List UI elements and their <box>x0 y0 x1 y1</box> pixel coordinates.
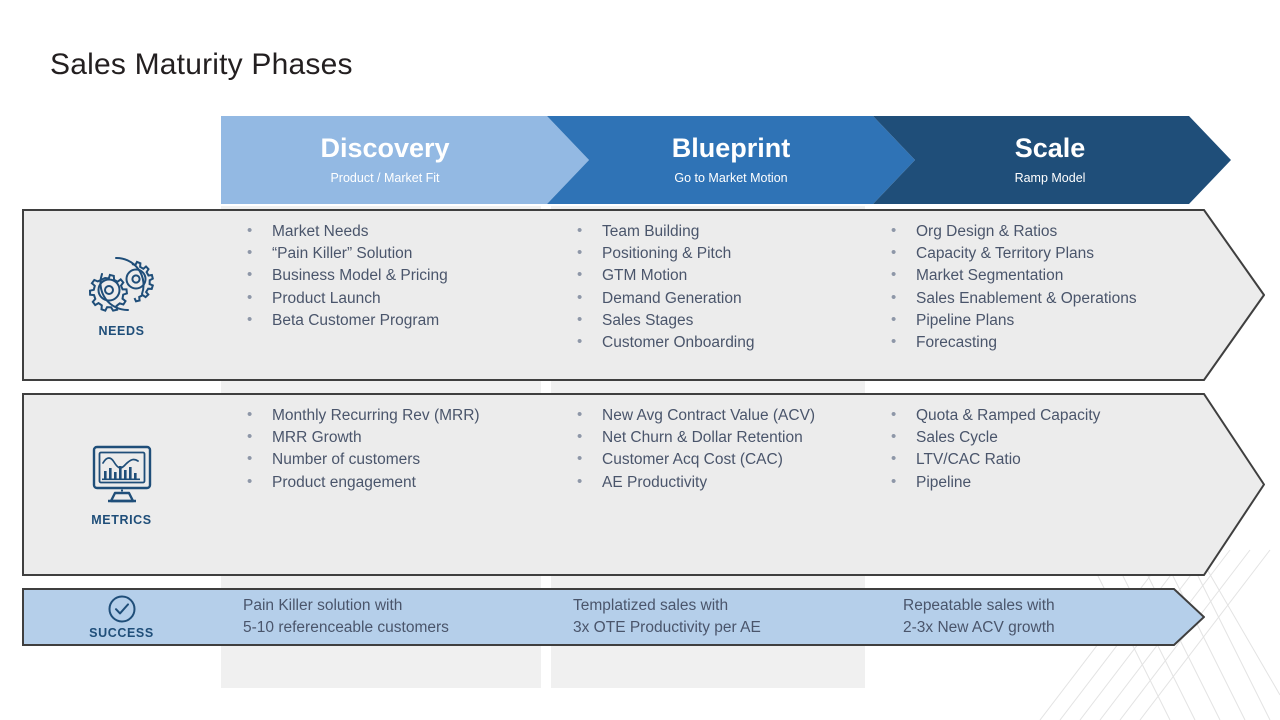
list-item: Quota & Ramped Capacity <box>889 404 1225 427</box>
monitor-chart-icon <box>92 445 151 502</box>
row-success-discovery-cell: Pain Killer solution with 5-10 reference… <box>221 588 551 646</box>
list-item: Demand Generation <box>575 287 865 310</box>
row-success-blueprint-cell: Templatized sales with 3x OTE Productivi… <box>551 588 881 646</box>
list-item: MRR Growth <box>245 426 551 449</box>
list-item: Pipeline Plans <box>889 309 1225 332</box>
list-item: Sales Cycle <box>889 426 1225 449</box>
phase-arrow-scale[interactable]: Scale Ramp Model <box>873 116 1231 204</box>
list-item: Number of customers <box>245 448 551 471</box>
row-success-scale-cell: Repeatable sales with 2-3x New ACV growt… <box>881 588 1211 646</box>
list-item: Net Churn & Dollar Retention <box>575 426 865 449</box>
phase-subtitle-scale: Ramp Model <box>1014 170 1086 185</box>
row-needs: NEEDS Market Needs “Pain Killer” Solutio… <box>22 209 1265 381</box>
success-line-2: 5-10 referenceable customers <box>243 619 449 636</box>
bullet-list: Org Design & Ratios Capacity & Territory… <box>889 220 1225 354</box>
bullet-list: Quota & Ramped Capacity Sales Cycle LTV/… <box>889 404 1225 494</box>
list-item: Product Launch <box>245 287 551 310</box>
success-line-1: Pain Killer solution with <box>243 596 403 614</box>
row-metrics-blueprint-cell: New Avg Contract Value (ACV) Net Churn &… <box>551 393 865 576</box>
list-item: Org Design & Ratios <box>889 220 1225 243</box>
list-item: Pipeline <box>889 471 1225 494</box>
row-needs-label: NEEDS <box>98 324 145 338</box>
row-success-icon-cell: SUCCESS <box>22 588 221 646</box>
row-needs-discovery-cell: Market Needs “Pain Killer” Solution Busi… <box>221 209 551 381</box>
success-line-1: Templatized sales with <box>573 596 729 614</box>
list-item: Customer Onboarding <box>575 331 865 354</box>
row-needs-blueprint-cell: Team Building Positioning & Pitch GTM Mo… <box>551 209 865 381</box>
bullet-list: New Avg Contract Value (ACV) Net Churn &… <box>575 404 865 494</box>
list-item: Monthly Recurring Rev (MRR) <box>245 404 551 427</box>
list-item: Positioning & Pitch <box>575 242 865 265</box>
list-item: “Pain Killer” Solution <box>245 242 551 265</box>
bullet-list: Monthly Recurring Rev (MRR) MRR Growth N… <box>245 404 551 494</box>
gears-icon <box>88 256 154 312</box>
row-metrics-scale-cell: Quota & Ramped Capacity Sales Cycle LTV/… <box>865 393 1225 576</box>
bullet-list: Market Needs “Pain Killer” Solution Busi… <box>245 220 551 332</box>
phase-subtitle-discovery: Product / Market Fit <box>330 170 440 185</box>
list-item: Forecasting <box>889 331 1225 354</box>
phase-subtitle-blueprint: Go to Market Motion <box>674 170 788 185</box>
success-line-1: Repeatable sales with <box>903 596 1055 614</box>
row-metrics-discovery-cell: Monthly Recurring Rev (MRR) MRR Growth N… <box>221 393 551 576</box>
phase-arrow-blueprint[interactable]: Blueprint Go to Market Motion <box>547 116 915 204</box>
list-item: GTM Motion <box>575 264 865 287</box>
phase-header-row: Discovery Product / Market Fit Blueprint… <box>221 116 1231 204</box>
success-line-2: 3x OTE Productivity per AE <box>573 619 761 636</box>
list-item: Customer Acq Cost (CAC) <box>575 448 865 471</box>
list-item: Sales Stages <box>575 309 865 332</box>
list-item: New Avg Contract Value (ACV) <box>575 404 865 427</box>
phase-arrow-discovery[interactable]: Discovery Product / Market Fit <box>221 116 589 204</box>
phase-name-scale: Scale <box>1014 133 1086 164</box>
list-item: Capacity & Territory Plans <box>889 242 1225 265</box>
list-item: Team Building <box>575 220 865 243</box>
check-circle-icon <box>108 595 135 623</box>
row-needs-scale-cell: Org Design & Ratios Capacity & Territory… <box>865 209 1225 381</box>
row-metrics: METRICS Monthly Recurring Rev (MRR) MRR … <box>22 393 1265 576</box>
row-needs-icon-cell: NEEDS <box>22 209 221 381</box>
list-item: Sales Enablement & Operations <box>889 287 1225 310</box>
list-item: Product engagement <box>245 471 551 494</box>
success-line-2: 2-3x New ACV growth <box>903 619 1055 636</box>
list-item: Market Segmentation <box>889 264 1225 287</box>
list-item: Market Needs <box>245 220 551 243</box>
phase-name-blueprint: Blueprint <box>671 133 791 164</box>
list-item: AE Productivity <box>575 471 865 494</box>
list-item: Beta Customer Program <box>245 309 551 332</box>
row-metrics-icon-cell: METRICS <box>22 393 221 576</box>
phase-name-discovery: Discovery <box>320 133 450 164</box>
row-success: SUCCESS Pain Killer solution with 5-10 r… <box>22 588 1205 646</box>
bullet-list: Team Building Positioning & Pitch GTM Mo… <box>575 220 865 354</box>
row-success-label: SUCCESS <box>89 626 154 640</box>
row-metrics-label: METRICS <box>91 512 152 527</box>
list-item: Business Model & Pricing <box>245 264 551 287</box>
list-item: LTV/CAC Ratio <box>889 448 1225 471</box>
page-title: Sales Maturity Phases <box>50 48 353 81</box>
